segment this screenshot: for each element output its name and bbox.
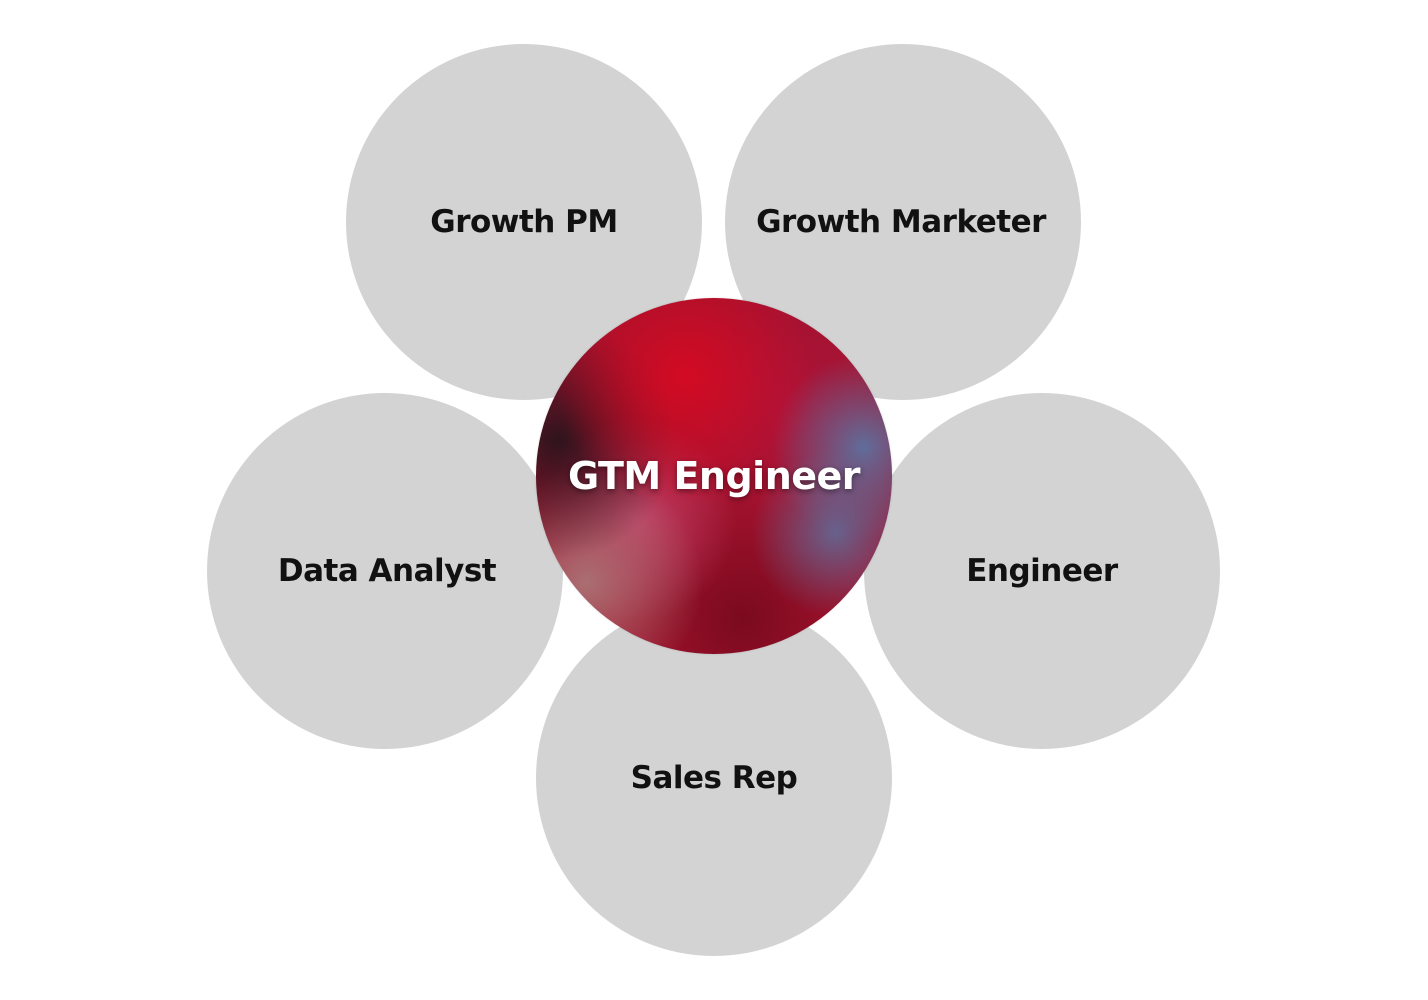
circle-sales-rep: Sales Rep bbox=[536, 600, 892, 956]
center-circle-label: GTM Engineer bbox=[567, 454, 861, 498]
circle-growth-pm: Growth PM bbox=[346, 44, 702, 400]
circle-label-engineer: Engineer bbox=[966, 553, 1118, 589]
circle-engineer: Engineer bbox=[864, 393, 1220, 749]
circle-label-data-analyst: Data Analyst bbox=[277, 553, 497, 589]
circle-label-growth-marketer: Growth Marketer bbox=[756, 204, 1046, 240]
circle-label-sales-rep: Sales Rep bbox=[630, 760, 798, 796]
center-circle-gtm-engineer: GTM Engineer bbox=[536, 298, 892, 654]
circle-label-growth-pm: Growth PM bbox=[430, 204, 618, 240]
circle-data-analyst: Data Analyst bbox=[207, 393, 563, 749]
